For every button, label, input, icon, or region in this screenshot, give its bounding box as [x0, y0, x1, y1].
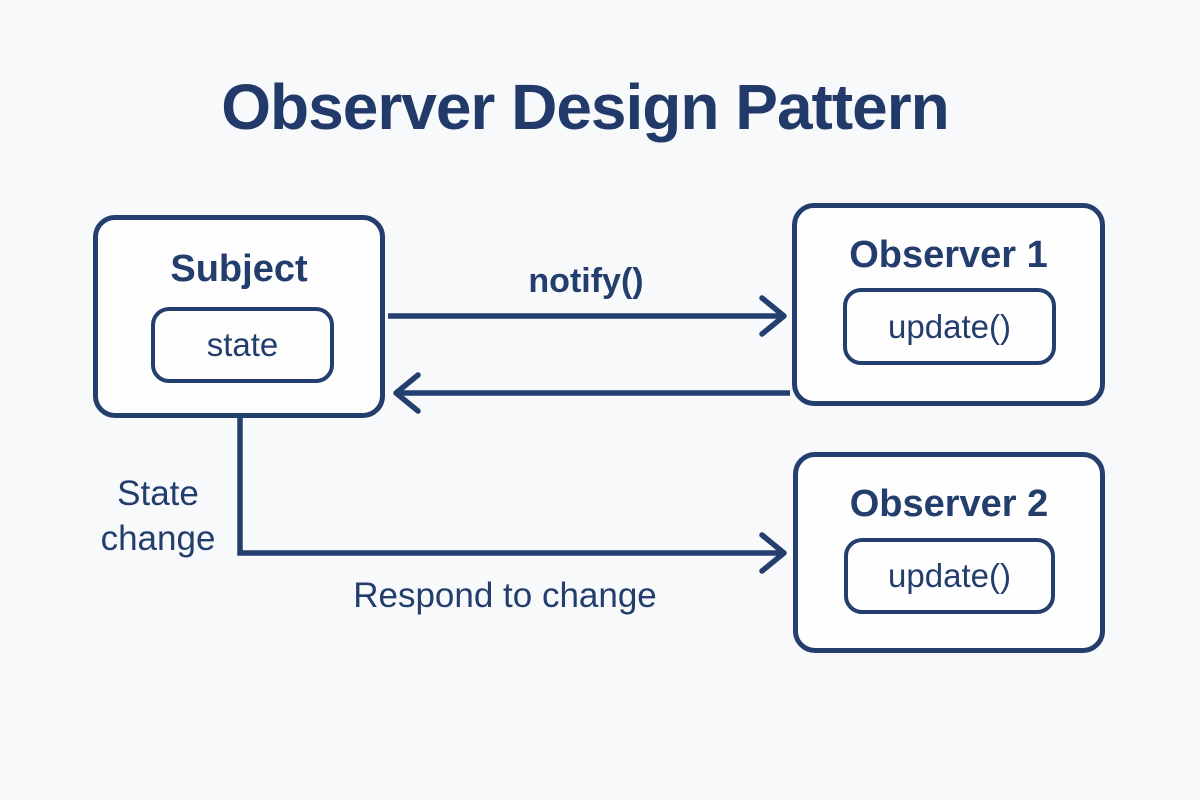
- notify-edge-label: notify(): [528, 262, 644, 300]
- state-change-edge-label: State change: [100, 474, 216, 558]
- observer1-node: Observer 1 update(): [792, 203, 1105, 406]
- return-arrow: [393, 372, 790, 414]
- notify-arrow: [388, 295, 787, 337]
- observer2-node: Observer 2 update(): [793, 452, 1105, 653]
- state-change-arrow: [237, 414, 787, 574]
- subject-node-title: Subject: [170, 248, 308, 290]
- respond-edge-label: Respond to change: [353, 576, 657, 615]
- subject-node: Subject state: [93, 215, 385, 418]
- observer2-update-pill: update(): [844, 538, 1055, 614]
- observer1-update-label: update(): [888, 307, 1011, 345]
- observer2-update-label: update(): [888, 557, 1011, 594]
- subject-state-label: state: [206, 326, 279, 363]
- observer1-node-title: Observer 1: [849, 234, 1048, 276]
- diagram-title: Observer Design Pattern: [221, 71, 950, 143]
- subject-state-pill: state: [151, 307, 334, 383]
- observer1-update-pill: update(): [843, 288, 1056, 365]
- observer2-node-title: Observer 2: [849, 483, 1049, 525]
